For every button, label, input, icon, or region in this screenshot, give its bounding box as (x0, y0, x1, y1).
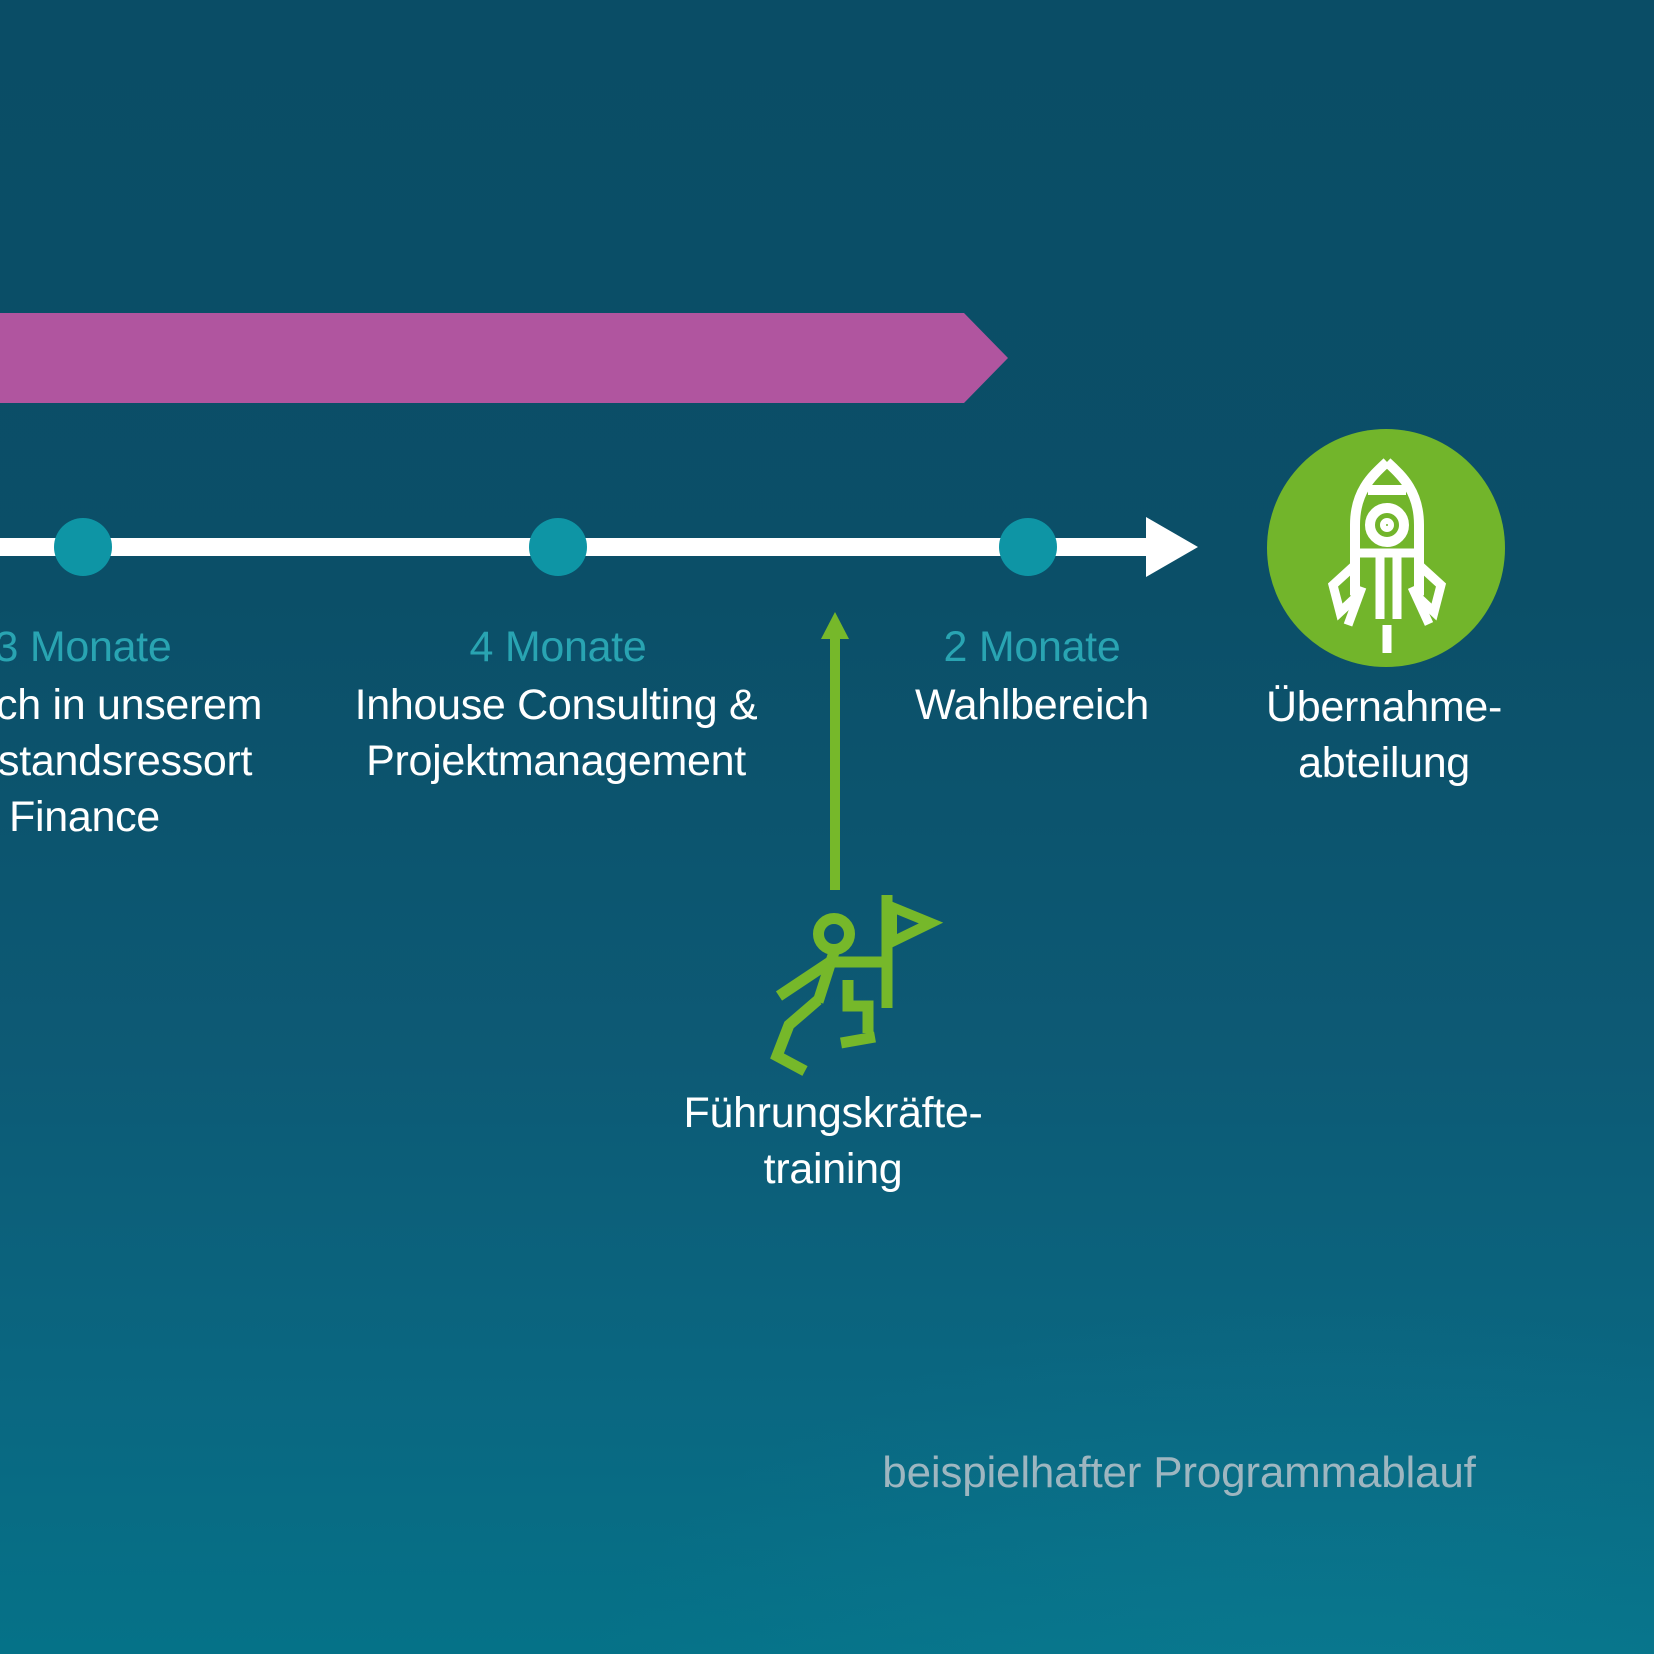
milestone2-label-line2: Projektmanagement (366, 737, 746, 785)
arrow-up-line (830, 636, 840, 890)
milestone-dot-1 (54, 518, 112, 576)
training-label-line1: Führungskräfte- (683, 1089, 983, 1137)
milestone1-duration: 3 Monate (0, 623, 172, 671)
destination-label-line2: abteilung (1298, 739, 1470, 787)
milestone3-duration: 2 Monate (943, 623, 1121, 671)
arrow-up-icon (821, 612, 849, 639)
rocket-icon (1327, 458, 1447, 653)
milestone3-label-line1: Wahlbereich (914, 681, 1150, 729)
milestone1-label-line3: Finance (9, 793, 160, 841)
destination-circle (1267, 429, 1505, 667)
person-with-flag-icon (770, 895, 944, 1076)
milestone2-label-line1: Inhouse Consulting & (354, 681, 758, 729)
timeline-arrow-right-icon (1146, 517, 1198, 577)
milestone-dot-2 (529, 518, 587, 576)
phase-arrow (0, 313, 1008, 403)
training-label-line2: training (763, 1145, 903, 1193)
destination-label-line1: Übernahme- (1266, 683, 1502, 731)
milestone2-duration: 4 Monate (469, 623, 647, 671)
milestone1-label-line2: standsressort (0, 737, 253, 785)
milestone1-label-line1: ch in unserem (0, 681, 263, 729)
milestone-dot-3 (999, 518, 1057, 576)
caption-text: beispielhafter Programmablauf (882, 1448, 1476, 1497)
